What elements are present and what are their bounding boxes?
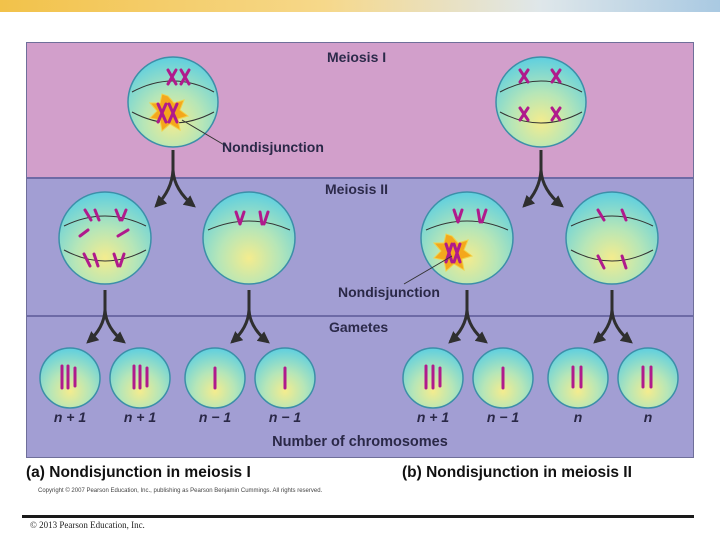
meiosis-2-cell-3 (420, 191, 514, 285)
meiosis-1-label: Meiosis I (327, 49, 387, 65)
nondisjunction-starburst-1 (148, 93, 190, 132)
gamete-count-6: n − 1 (487, 409, 520, 425)
gamete-count-4: n − 1 (269, 409, 302, 425)
copyright-footer: © 2013 Pearson Education, Inc. (30, 520, 145, 530)
gamete-count-7: n (574, 409, 583, 425)
bottom-rule (22, 515, 694, 518)
gamete-4 (254, 347, 316, 409)
gamete-7 (547, 347, 609, 409)
nondisjunction-label-2: Nondisjunction (338, 284, 440, 300)
gamete-1 (39, 347, 101, 409)
meiosis-1-arrows (154, 150, 564, 208)
gamete-count-3: n − 1 (199, 409, 232, 425)
meiosis-2-cell-1 (58, 191, 152, 285)
number-of-chromosomes-label: Number of chromosomes (272, 434, 448, 450)
meiosis-2-cell-4 (565, 191, 659, 285)
gamete-6 (472, 347, 534, 409)
meiosis-2-cell-2 (202, 191, 296, 285)
meiosis-2-label: Meiosis II (325, 181, 389, 197)
copyright-small: Copyright © 2007 Pearson Education, Inc.… (38, 488, 323, 494)
nondisjunction-label-1: Nondisjunction (222, 139, 324, 155)
gamete-count-5: n + 1 (417, 409, 450, 425)
gamete-8 (617, 347, 679, 409)
meiosis-2-arrows (86, 290, 633, 344)
gamete-count-2: n + 1 (124, 409, 157, 425)
gamete-3 (184, 347, 246, 409)
nondisjunction-pointer-2 (403, 255, 453, 285)
gametes-label: Gametes (329, 319, 389, 335)
gamete-5 (402, 347, 464, 409)
gamete-count-1: n + 1 (54, 409, 87, 425)
meiosis-1-cell-b (495, 56, 587, 148)
gamete-2 (109, 347, 171, 409)
gamete-count-8: n (644, 409, 653, 425)
caption-b: (b) Nondisjunction in meiosis II (402, 464, 632, 481)
caption-a: (a) Nondisjunction in meiosis I (26, 464, 251, 481)
nondisjunction-pointer-1 (181, 119, 227, 147)
top-gradient-bar (0, 0, 720, 12)
